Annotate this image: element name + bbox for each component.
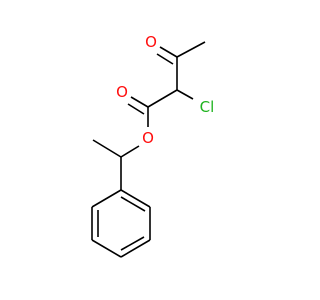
ring-bond-6	[91, 189, 122, 208]
ring-bond-1	[120, 189, 151, 208]
chlorine-label: Cl	[200, 98, 215, 116]
ring-bond-4	[91, 239, 122, 258]
ketone-oxygen-label: O	[145, 33, 157, 51]
bond-ester-carbonyl-double-b	[127, 103, 145, 115]
ester-oxygen-label: O	[142, 129, 154, 147]
bond-oxygen-benzylic-carbon	[120, 145, 140, 158]
ring-bond-3	[120, 239, 151, 258]
ring-inner-double-2	[120, 236, 145, 251]
bond-methyl-ketone	[176, 41, 206, 58]
ester-carbonyl-oxygen-label: O	[116, 83, 128, 101]
chemical-structure-diagram: O O O Cl	[91, 33, 215, 258]
bond-ketone-carbonyl-double-b	[156, 53, 174, 65]
bond-ester-carbonyl-double-a	[130, 96, 149, 108]
bond-ketone-carbonyl-double-a	[159, 46, 178, 58]
bond-benzylic-methyl	[92, 139, 122, 158]
ring-inner-double-1	[120, 196, 146, 212]
bond-alpha-ester-carbon	[147, 89, 178, 108]
bond-alpha-chlorine	[176, 89, 194, 100]
